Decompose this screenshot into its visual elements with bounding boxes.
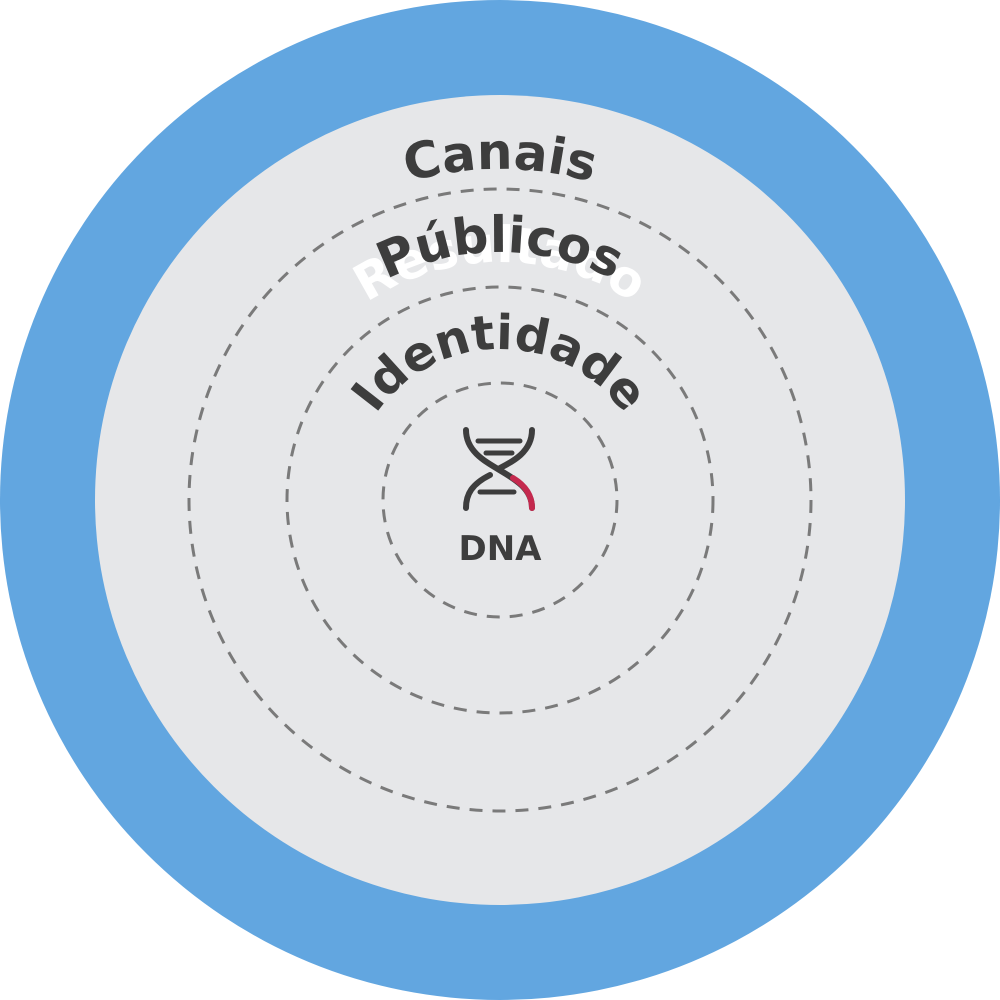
dashed-ring-dna — [381, 381, 619, 619]
dashed-ring-identidade — [285, 285, 715, 715]
center-label: DNA — [459, 529, 543, 569]
dashed-ring-publicos — [187, 187, 813, 813]
inner-disc — [95, 95, 905, 905]
dna-icon — [463, 427, 535, 511]
